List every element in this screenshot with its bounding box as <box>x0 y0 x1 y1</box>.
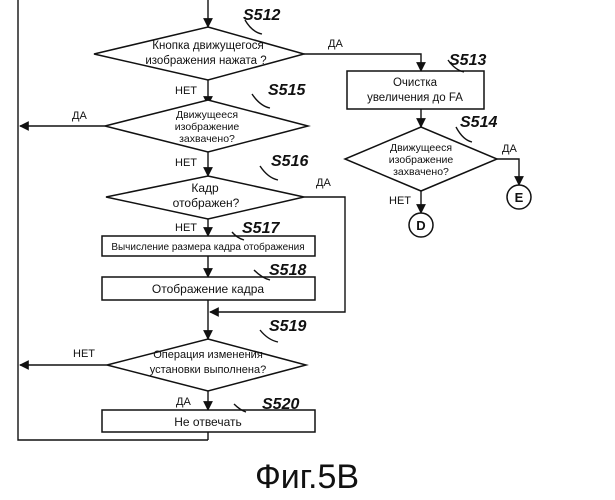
process-s517: Вычисление размера кадра отображения <box>102 236 315 256</box>
decision-s516: Кадр отображен? <box>106 176 304 219</box>
decision-s516-line-1: Кадр <box>191 181 219 195</box>
label-s516-no: НЕТ <box>175 222 197 234</box>
decision-s515-line-1: Движущееся <box>176 109 238 121</box>
arrow-s514-yes <box>497 159 519 185</box>
decision-s519-line-1: Операция изменения <box>153 349 263 361</box>
label-s516-yes: ДА <box>316 177 331 189</box>
label-s514-yes: ДА <box>502 143 517 155</box>
process-s513-line-1: Очистка <box>393 77 438 89</box>
label-s512-yes: ДА <box>328 38 343 50</box>
decision-s512: Кнопка движущегося изображения нажата ? <box>94 27 304 80</box>
label-s519-yes: ДА <box>176 396 191 408</box>
label-s515-yes: ДА <box>72 110 87 122</box>
decision-s512-line-2: изображения нажата ? <box>145 55 266 67</box>
decision-s515-line-3: захвачено? <box>179 133 235 145</box>
process-s517-text: Вычисление размера кадра отображения <box>111 241 304 253</box>
process-s513: Очистка увеличения до FA <box>347 71 484 109</box>
step-label-s512: S512 <box>243 7 280 24</box>
decision-s515: Движущееся изображение захвачено? <box>105 100 308 152</box>
decision-s514: Движущееся изображение захвачено? <box>345 127 497 191</box>
process-s518: Отображение кадра <box>102 277 315 300</box>
connector-e: E <box>507 185 531 209</box>
step-label-s514: S514 <box>460 114 497 131</box>
step-label-s519: S519 <box>269 318 306 335</box>
connector-d: D <box>409 213 433 237</box>
figure-caption: Фиг.5B <box>255 458 359 496</box>
process-s513-line-2: увеличения до FA <box>367 92 463 104</box>
label-s512-no: НЕТ <box>175 85 197 97</box>
connector-e-label: E <box>515 190 524 205</box>
label-s514-no: НЕТ <box>389 195 411 207</box>
decision-s514-line-2: изображение <box>389 154 454 166</box>
decision-s516-line-2: отображен? <box>173 196 240 210</box>
decision-s519-line-2: установки выполнена? <box>150 364 266 376</box>
step-label-s520: S520 <box>262 396 299 413</box>
decision-s514-line-3: захвачено? <box>393 166 449 178</box>
label-s515-no: НЕТ <box>175 157 197 169</box>
step-label-s515: S515 <box>268 82 306 99</box>
label-s519-no: НЕТ <box>73 348 95 360</box>
decision-s512-diamond <box>94 27 304 80</box>
process-s518-text: Отображение кадра <box>152 282 264 296</box>
decision-s515-line-2: изображение <box>175 121 240 133</box>
decision-s514-line-1: Движущееся <box>390 142 452 154</box>
process-s520: Не отвечать <box>102 410 315 432</box>
step-label-s516: S516 <box>271 153 308 170</box>
step-label-s518: S518 <box>269 262 306 279</box>
process-s520-text: Не отвечать <box>174 415 242 429</box>
step-labels: S512 S513 S514 S515 S516 S517 S518 S519 … <box>232 7 497 413</box>
arrow-s512-yes <box>304 54 421 71</box>
connector-d-label: D <box>416 218 425 233</box>
decision-s519: Операция изменения установки выполнена? <box>107 339 306 391</box>
step-label-s517: S517 <box>242 220 280 237</box>
decision-s512-line-1: Кнопка движущегося <box>152 40 263 52</box>
step-label-s513: S513 <box>449 52 486 69</box>
